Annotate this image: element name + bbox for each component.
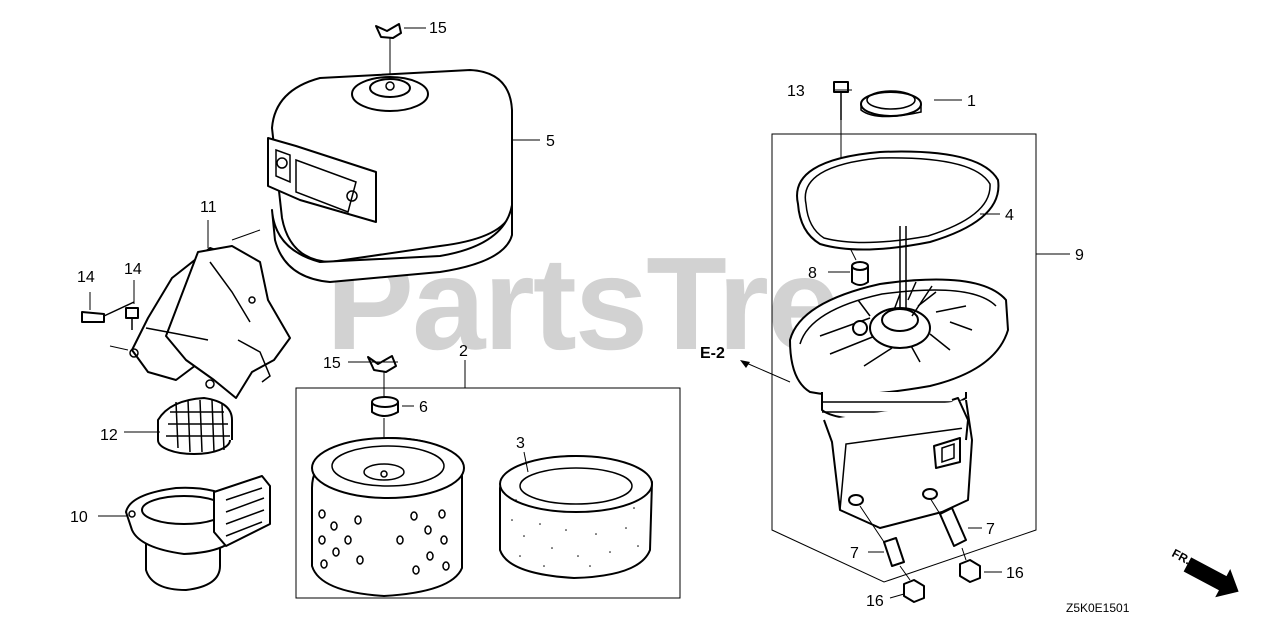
callout-14-right: 14 (124, 261, 142, 278)
reference-label: E-2 (700, 345, 725, 362)
callout-4: 4 (1005, 207, 1014, 224)
seal-ring (860, 90, 922, 118)
nut-16-left (899, 565, 925, 603)
callout-6: 6 (419, 399, 428, 416)
callout-16-left: 16 (866, 593, 884, 610)
wing-nut-lower (367, 355, 397, 398)
callout-16-right: 16 (1006, 565, 1024, 582)
collar (851, 261, 869, 286)
bolt-14-right (125, 307, 139, 330)
filter-element (311, 437, 465, 597)
callout-7-lower: 7 (850, 545, 859, 562)
foam-element (499, 455, 653, 579)
bolt-14-left (81, 301, 135, 323)
air-cleaner-cover (267, 69, 513, 283)
callout-15-lower: 15 (323, 355, 341, 372)
callout-3: 3 (516, 435, 525, 452)
callout-15-upper: 15 (429, 20, 447, 37)
reference-arrow (740, 360, 791, 383)
callout-7-upper: 7 (986, 521, 995, 538)
breather-tube-lower (859, 505, 905, 567)
nut-16-right (959, 547, 981, 583)
kit-frame-9 (771, 133, 1070, 583)
callout-2: 2 (459, 343, 468, 360)
filter-screen (157, 397, 233, 455)
front-direction-arrow (1183, 557, 1239, 598)
callout-12: 12 (100, 427, 118, 444)
callout-9: 9 (1075, 247, 1084, 264)
air-guide (129, 220, 291, 399)
callout-5: 5 (546, 133, 555, 150)
callout-8: 8 (808, 265, 817, 282)
gasket (796, 150, 1000, 251)
kit-frame-2 (295, 360, 681, 599)
air-cleaner-case (789, 226, 1009, 529)
leader-lines (89, 27, 1002, 599)
intake-base (125, 475, 271, 591)
callout-10: 10 (70, 509, 88, 526)
callout-14-left: 14 (77, 269, 95, 286)
callout-13: 13 (787, 83, 805, 100)
breather-tube-upper (929, 497, 967, 547)
grommet (371, 396, 399, 466)
callout-1: 1 (967, 93, 976, 110)
callout-11: 11 (200, 199, 217, 216)
diagram-code: Z5K0E1501 (1066, 601, 1130, 615)
wing-nut-upper (375, 23, 402, 74)
